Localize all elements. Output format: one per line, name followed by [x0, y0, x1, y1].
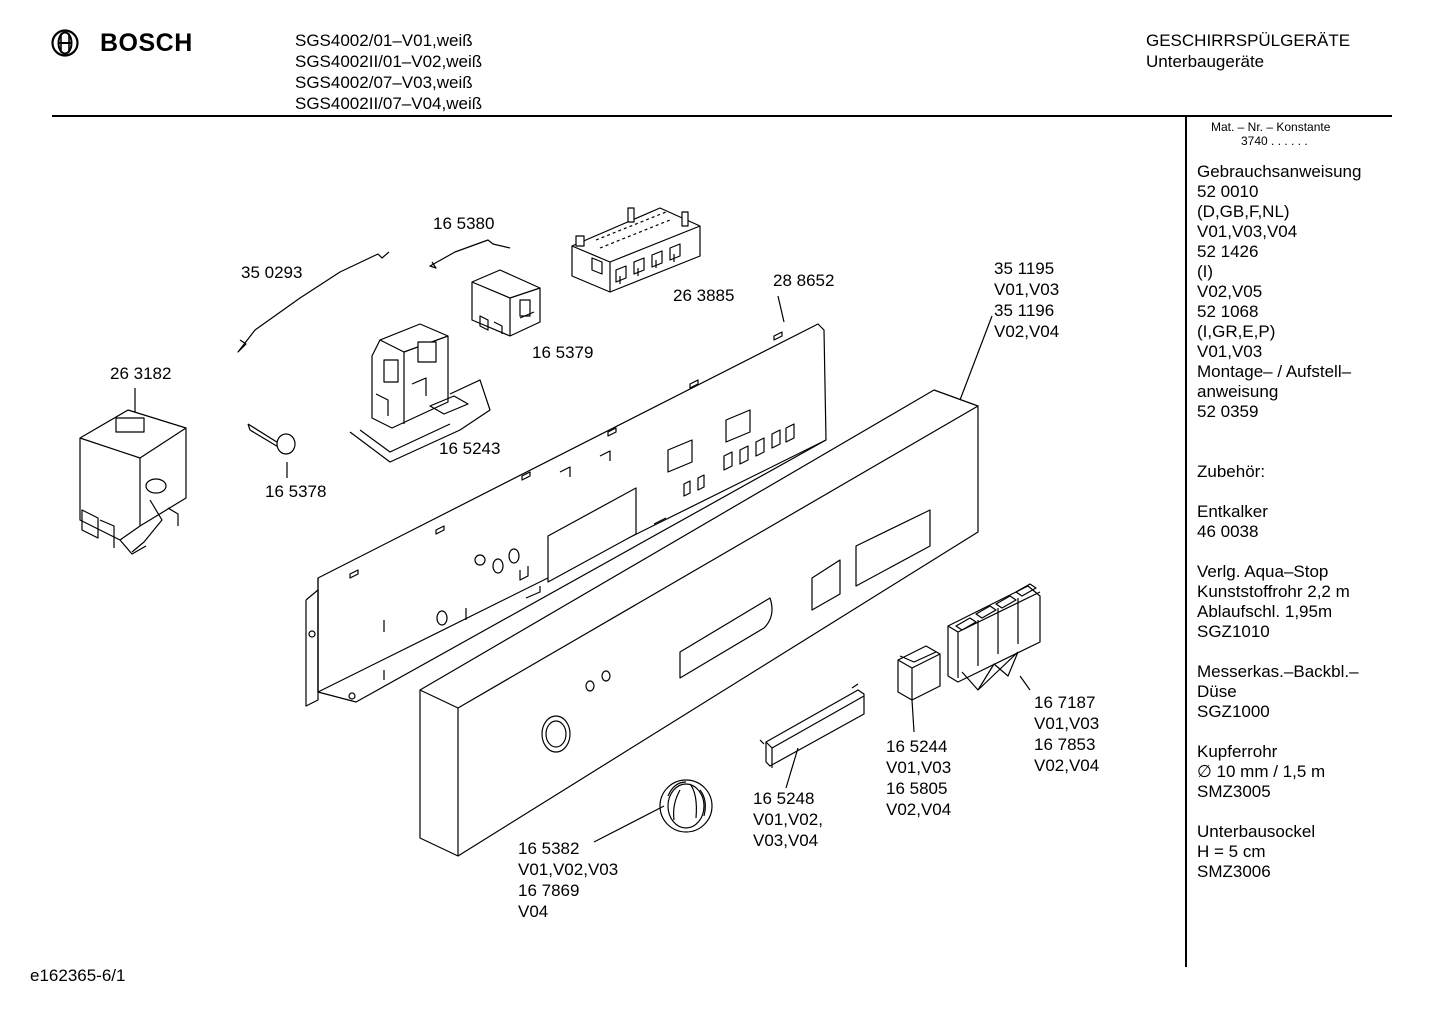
pin-part-165378 — [247, 423, 296, 455]
accessory-line: 46 0038 — [1197, 522, 1259, 541]
model-list: SGS4002/01–V01,weiß SGS4002II/01–V02,wei… — [295, 30, 482, 114]
part-label-165378: 16 5378 — [265, 482, 327, 501]
accessory-line: 52 0010 — [1197, 182, 1259, 201]
accessory-line: V01,V03,V04 — [1197, 222, 1298, 241]
exploded-view-diagram — [79, 207, 1041, 857]
accessory-line — [1197, 442, 1361, 462]
leader-lines — [134, 295, 1031, 843]
brand-block: BOSCH — [50, 28, 193, 58]
accessory-line: V01,V03 — [1197, 342, 1263, 361]
accessory-line: Verlg. Aqua–Stop — [1197, 562, 1329, 581]
accessory-line: Düse — [1197, 682, 1237, 701]
front-panel-351195 — [419, 389, 979, 857]
accessory-line — [1197, 422, 1361, 442]
control-panel-frame-288652 — [305, 323, 827, 707]
category-block: GESCHIRRSPÜLGERÄTE Unterbaugeräte — [1146, 30, 1350, 72]
part-label-263885: 26 3885 — [673, 286, 735, 305]
accessory-line: Entkalker — [1197, 502, 1268, 521]
accessory-line: anweisung — [1197, 382, 1279, 401]
knob-part-165382 — [659, 779, 713, 833]
accessory-line — [1197, 722, 1361, 742]
accessory-line: SMZ3005 — [1197, 782, 1271, 801]
strip-part-165248 — [759, 683, 865, 768]
header-divider — [52, 115, 1392, 117]
model-line: SGS4002II/07–V04,weiß — [295, 94, 483, 113]
module-part-263182 — [79, 409, 187, 555]
accessory-line: (I,GR,E,P) — [1197, 322, 1276, 341]
part-label-350293: 35 0293 — [241, 263, 303, 282]
accessory-line: (I) — [1197, 262, 1214, 281]
button-set-167187 — [947, 583, 1041, 683]
part-label-165379: 16 5379 — [532, 343, 594, 362]
housing-part-165379 — [471, 269, 541, 337]
sidebar-divider — [1185, 117, 1187, 967]
wire-part-165380 — [429, 239, 511, 269]
accessory-line: Ablaufschl. 1,95m — [1197, 602, 1333, 621]
accessory-line: H = 5 cm — [1197, 842, 1266, 861]
accessory-line — [1197, 542, 1361, 562]
brand-name: BOSCH — [100, 28, 193, 57]
accessory-line: SMZ3006 — [1197, 862, 1271, 881]
material-number-block: Mat. – Nr. – Konstante 3740 . . . . . . — [1211, 120, 1330, 148]
accessory-line: SGZ1000 — [1197, 702, 1270, 721]
accessory-line: Unterbausockel — [1197, 822, 1316, 841]
accessory-line: Messerkas.–Backbl.– — [1197, 662, 1359, 681]
category-title: GESCHIRRSPÜLGERÄTE — [1146, 31, 1351, 50]
accessory-line: (D,GB,F,NL) — [1197, 202, 1290, 221]
accessory-line: Kunststoffrohr 2,2 m — [1197, 582, 1350, 601]
part-label-165380: 16 5380 — [433, 214, 495, 233]
accessory-line: 52 1426 — [1197, 242, 1259, 261]
accessory-line: Kupferrohr — [1197, 742, 1278, 761]
bosch-logo-icon — [51, 29, 79, 57]
matnr-label: Mat. – Nr. – Konstante — [1211, 120, 1331, 134]
part-label-165243: 16 5243 — [439, 439, 501, 458]
model-line: SGS4002/01–V01,weiß — [295, 31, 473, 50]
accessory-line: Zubehör: — [1197, 462, 1266, 481]
accessory-line: V02,V05 — [1197, 282, 1263, 301]
wire-part-350293 — [237, 251, 390, 353]
accessory-line: Gebrauchsanweisung — [1197, 162, 1362, 181]
drawing-code: e162365-6/1 — [30, 966, 126, 985]
mechanism-part-165243 — [349, 323, 491, 463]
accessory-line: 52 0359 — [1197, 402, 1259, 421]
matnr-value: 3740 . . . . . . — [1241, 134, 1308, 148]
single-button-165244 — [897, 645, 941, 701]
accessory-line — [1197, 802, 1361, 822]
category-subtitle: Unterbaugeräte — [1146, 52, 1265, 71]
part-label-263182: 26 3182 — [110, 364, 172, 383]
accessory-line — [1197, 482, 1361, 502]
switch-block-263885 — [571, 207, 701, 293]
accessory-line: SGZ1010 — [1197, 622, 1270, 641]
accessory-line — [1197, 642, 1361, 662]
model-line: SGS4002II/01–V02,weiß — [295, 52, 483, 71]
model-line: SGS4002/07–V03,weiß — [295, 73, 473, 92]
part-label-288652: 28 8652 — [773, 271, 835, 290]
accessory-line: ∅ 10 mm / 1,5 m — [1197, 762, 1326, 781]
accessory-line: 52 1068 — [1197, 302, 1259, 321]
accessory-line: Montage– / Aufstell– — [1197, 362, 1352, 381]
